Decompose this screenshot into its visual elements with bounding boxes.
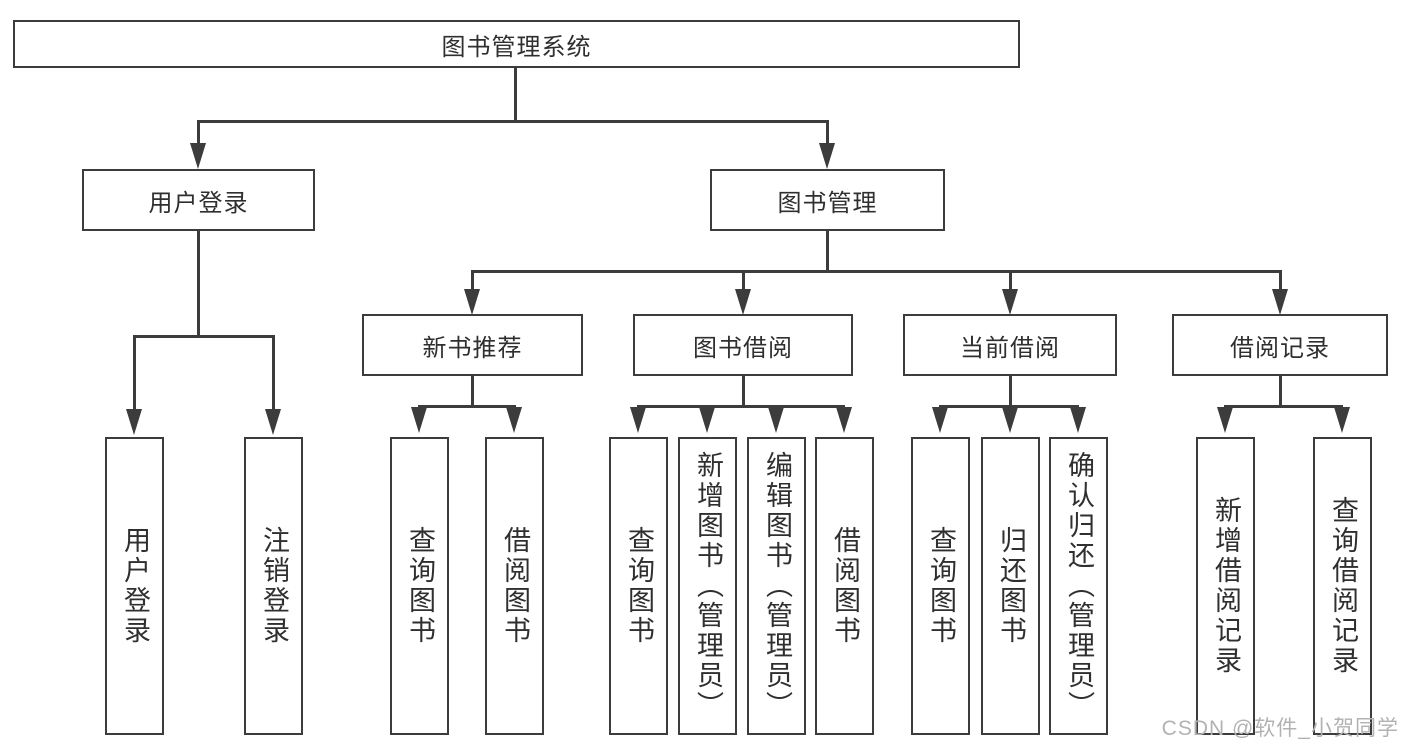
arrow-down-icon (464, 289, 480, 315)
node-root-label: 图书管理系统 (441, 33, 592, 61)
connector-line (418, 405, 516, 408)
leaf-recommend-borrow-book: 借阅图书 (485, 437, 544, 735)
node-new-book-recommend: 新书推荐 (362, 314, 583, 376)
leaf-borrow-book: 借阅图书 (815, 437, 874, 735)
arrow-down-icon (699, 407, 715, 433)
connector-line (197, 120, 200, 146)
connector-line (742, 374, 745, 405)
connector-line (197, 229, 200, 335)
arrow-down-icon (190, 143, 206, 169)
node-current-borrow-label: 当前借阅 (960, 334, 1060, 362)
leaf-query-borrow-record-label: 查询借阅记录 (1328, 496, 1358, 676)
leaf-borrow-query-book: 查询图书 (609, 437, 668, 735)
arrow-down-icon (265, 409, 281, 435)
connector-line (1279, 270, 1282, 290)
connector-line (471, 374, 474, 405)
node-book-management: 图书管理 (710, 169, 945, 231)
connector-line (514, 66, 517, 122)
arrow-down-icon (630, 407, 646, 433)
node-new-book-recommend-label: 新书推荐 (422, 334, 523, 362)
leaf-logout-login-label: 注销登录 (259, 526, 289, 646)
leaf-logout-login: 注销登录 (244, 437, 303, 735)
leaf-current-query-book-label: 查询图书 (926, 526, 956, 646)
connector-line (742, 270, 745, 290)
connector-line (197, 120, 829, 123)
connector-line (471, 270, 474, 290)
arrow-down-icon (819, 143, 835, 169)
connector-line (939, 405, 1079, 408)
leaf-recommend-borrow-book-label: 借阅图书 (500, 526, 530, 646)
node-book-borrow-label: 图书借阅 (693, 334, 793, 362)
csdn-watermark: CSDN @软件_小贺同学 (1161, 717, 1399, 740)
arrow-down-icon (932, 407, 948, 433)
connector-line (1279, 374, 1282, 405)
connector-line (637, 405, 845, 408)
arrow-down-icon (1002, 289, 1018, 315)
arrow-down-icon (768, 407, 784, 433)
arrow-down-icon (1334, 407, 1350, 433)
leaf-confirm-return-admin-label: 确认归还（管理员） (1064, 451, 1094, 721)
arrow-down-icon (506, 407, 522, 433)
leaf-query-borrow-record: 查询借阅记录 (1313, 437, 1372, 735)
arrow-down-icon (836, 407, 852, 433)
arrow-down-icon (1217, 407, 1233, 433)
leaf-return-book: 归还图书 (981, 437, 1040, 735)
leaf-user-login-label: 用户登录 (120, 526, 150, 646)
node-borrow-record: 借阅记录 (1172, 314, 1388, 376)
connector-line (1224, 405, 1343, 408)
connector-line (826, 229, 829, 273)
arrow-down-icon (1272, 289, 1288, 315)
arrow-down-icon (735, 289, 751, 315)
leaf-add-borrow-record: 新增借阅记录 (1196, 437, 1255, 735)
leaf-borrow-book-label: 借阅图书 (830, 526, 860, 646)
node-user-login-label: 用户登录 (148, 189, 249, 217)
node-current-borrow: 当前借阅 (903, 314, 1117, 376)
node-book-borrow: 图书借阅 (633, 314, 853, 376)
node-borrow-record-label: 借阅记录 (1230, 334, 1330, 362)
leaf-recommend-query-book: 查询图书 (390, 437, 449, 735)
arrow-down-icon (126, 409, 142, 435)
leaf-add-book-admin-label: 新增图书（管理员） (693, 451, 723, 721)
arrow-down-icon (1070, 407, 1086, 433)
connector-line (471, 270, 1282, 273)
node-book-management-label: 图书管理 (777, 189, 878, 217)
node-root: 图书管理系统 (13, 20, 1020, 68)
leaf-add-borrow-record-label: 新增借阅记录 (1211, 496, 1241, 676)
connector-line (826, 120, 829, 146)
connector-line (133, 335, 136, 411)
connector-line (1009, 270, 1012, 290)
connector-line (1009, 374, 1012, 405)
node-user-login: 用户登录 (82, 169, 315, 231)
leaf-user-login: 用户登录 (105, 437, 164, 735)
leaf-current-query-book: 查询图书 (911, 437, 970, 735)
leaf-borrow-query-book-label: 查询图书 (624, 526, 654, 646)
connector-line (272, 335, 275, 411)
leaf-recommend-query-book-label: 查询图书 (405, 526, 435, 646)
leaf-add-book-admin: 新增图书（管理员） (678, 437, 737, 735)
leaf-confirm-return-admin: 确认归还（管理员） (1049, 437, 1108, 735)
leaf-return-book-label: 归还图书 (996, 526, 1026, 646)
leaf-edit-book-admin-label: 编辑图书（管理员） (762, 451, 792, 721)
arrow-down-icon (411, 407, 427, 433)
arrow-down-icon (1002, 407, 1018, 433)
connector-line (133, 335, 275, 338)
leaf-edit-book-admin: 编辑图书（管理员） (747, 437, 806, 735)
